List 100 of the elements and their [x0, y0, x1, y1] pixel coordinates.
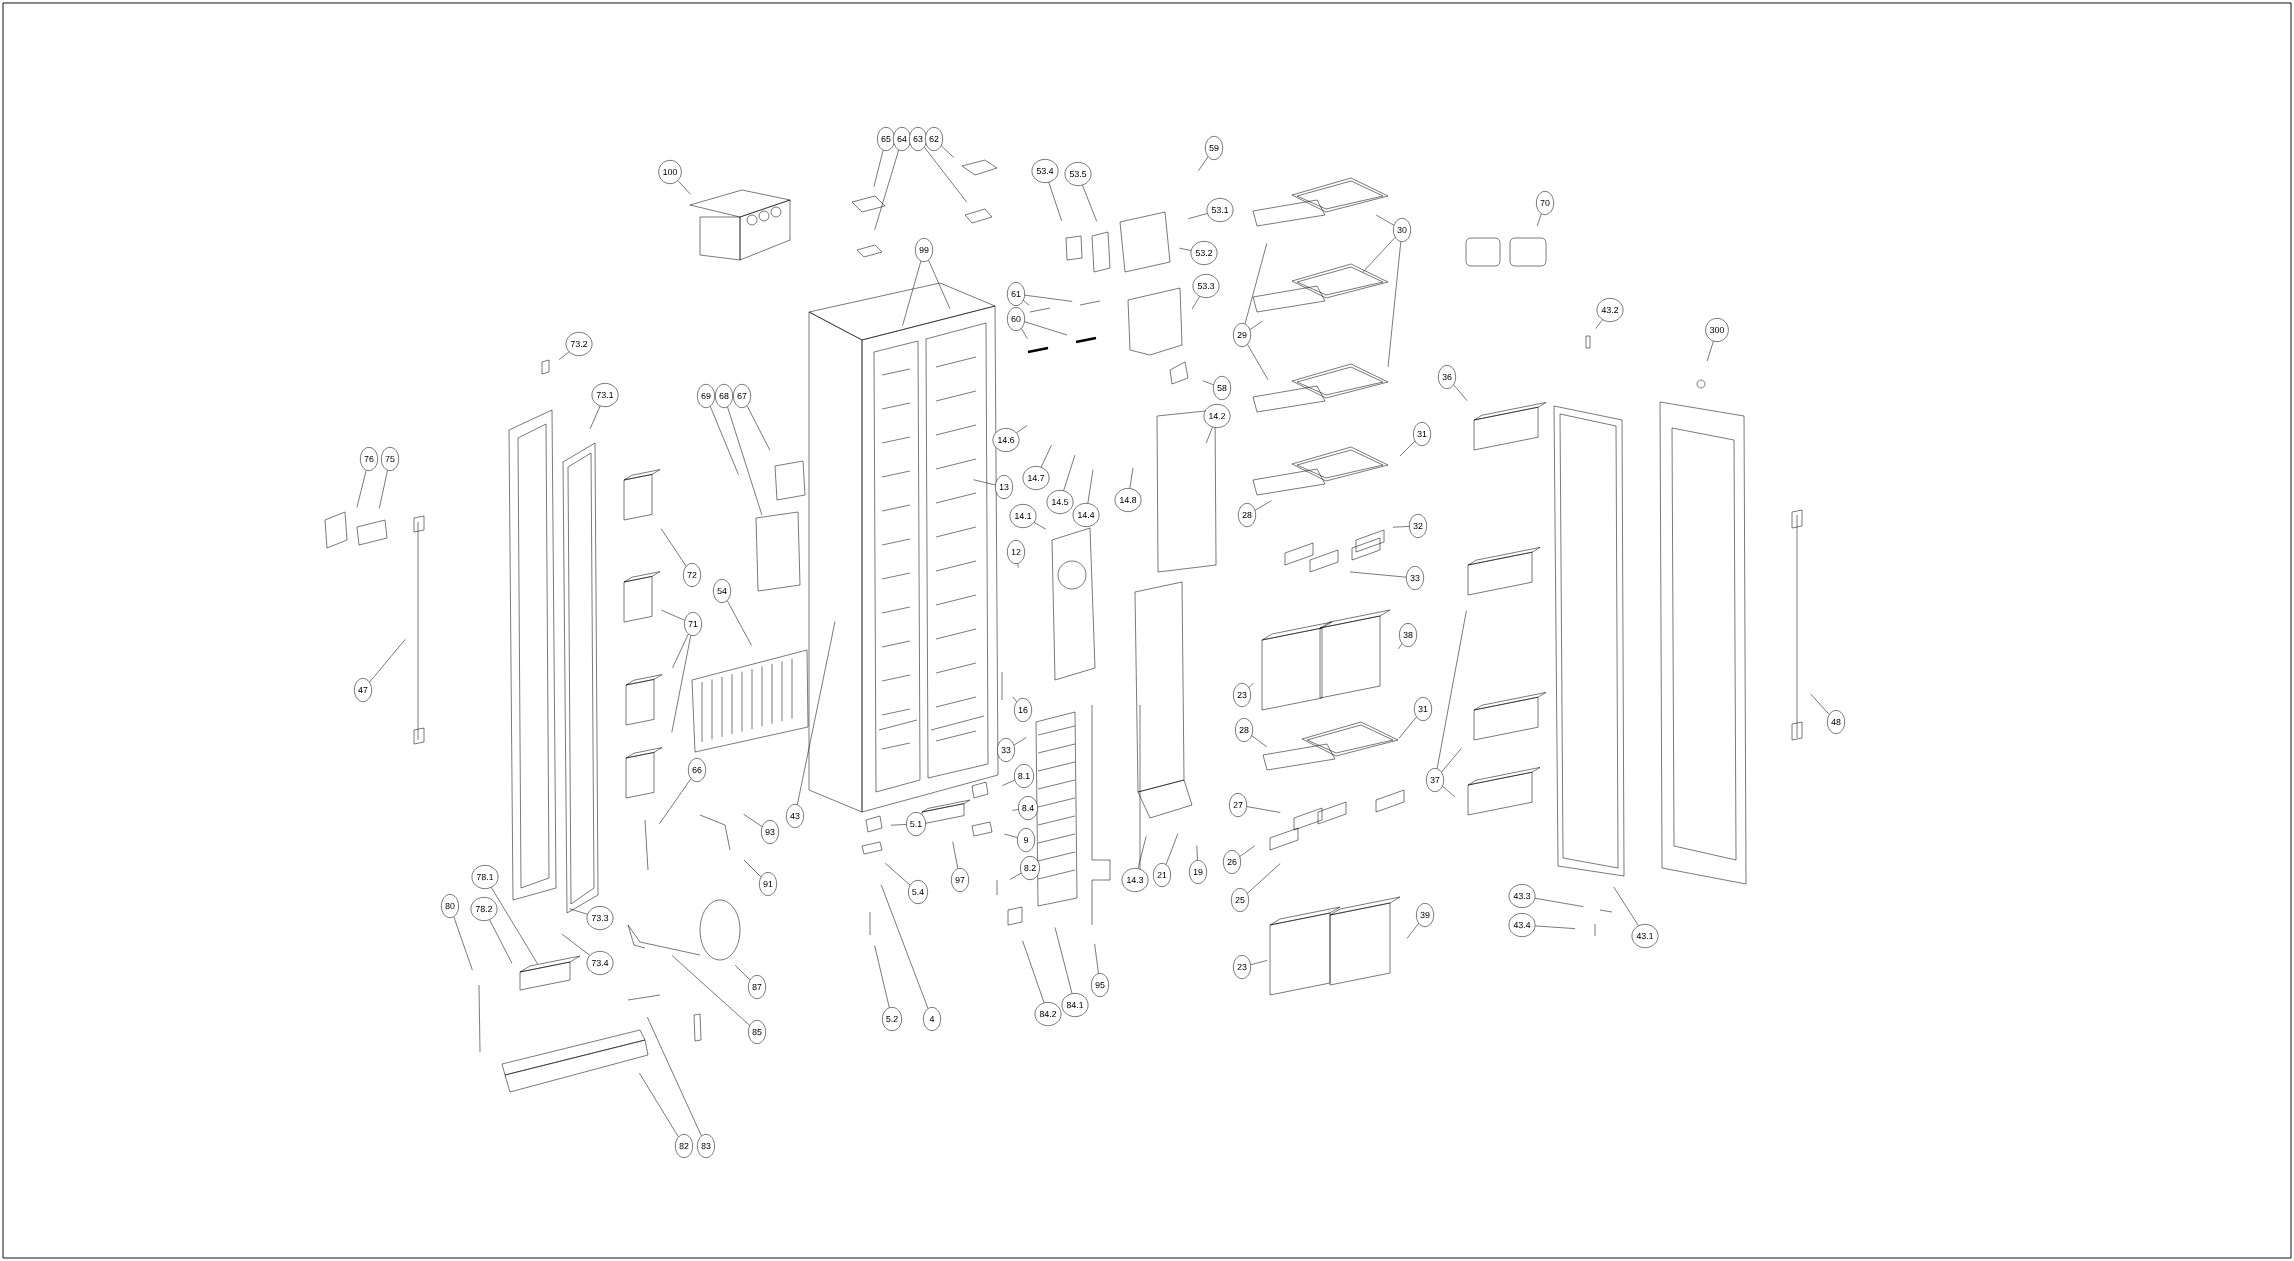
leader-line: [1441, 748, 1462, 773]
leader-line: [1022, 940, 1045, 1003]
leader-line: [1453, 384, 1468, 401]
callout-number: 12: [1007, 540, 1025, 564]
leader-line: [1706, 341, 1714, 362]
leader-line: [1249, 320, 1263, 330]
leader-line: [1048, 182, 1062, 222]
callout-number: 14.1: [1009, 504, 1037, 528]
callout-number: 26: [1223, 850, 1241, 874]
leader-line: [1002, 779, 1015, 786]
callout-number: 65: [877, 127, 895, 151]
leader-line: [727, 406, 763, 516]
callout-number: 300: [1705, 318, 1729, 342]
callout-number: 71: [684, 612, 702, 636]
leader-line: [1254, 500, 1272, 511]
leader-line: [1202, 380, 1214, 386]
leader-line: [1810, 693, 1830, 715]
leader-line: [1094, 943, 1099, 974]
leader-line: [1250, 960, 1268, 965]
callout-number: 84.1: [1061, 993, 1089, 1017]
leader-line: [1613, 886, 1639, 926]
callout-number: 39: [1416, 903, 1434, 927]
callout-number: 78.2: [470, 897, 498, 921]
leader-line: [874, 149, 899, 231]
callout-number: 95: [1091, 973, 1109, 997]
leader-line: [1087, 469, 1094, 504]
callout-number: 69: [697, 384, 715, 408]
callout-number: 97: [951, 868, 969, 892]
callout-number: 62: [925, 127, 943, 151]
leader-line: [880, 884, 929, 1009]
callout-number: 84.2: [1034, 1002, 1062, 1026]
leader-line: [902, 260, 922, 327]
leader-line: [1398, 716, 1417, 739]
leader-line: [453, 916, 473, 971]
leader-line: [672, 633, 689, 669]
leader-line: [1033, 522, 1047, 530]
callout-number: 61: [1007, 282, 1025, 306]
leader-line: [710, 406, 739, 475]
leader-line: [1017, 563, 1019, 568]
leader-line: [1013, 737, 1027, 746]
callout-number: 37: [1426, 768, 1444, 792]
leader-line: [1009, 872, 1022, 880]
callout-number: 14.2: [1203, 404, 1231, 428]
callout-number: 30: [1393, 218, 1411, 242]
callout-number: 43.2: [1596, 298, 1624, 322]
leader-line: [973, 479, 996, 486]
leader-line: [890, 824, 907, 826]
leader-line: [489, 919, 513, 964]
callout-number: 14.6: [992, 428, 1020, 452]
leader-line: [1137, 836, 1147, 869]
leader-line: [1054, 927, 1073, 994]
leader-line: [873, 150, 884, 187]
leader-line: [952, 841, 959, 869]
leader-line: [1024, 321, 1068, 336]
callout-number: 85: [748, 1020, 766, 1044]
callout-number: 43.1: [1631, 924, 1659, 948]
leader-line: [1248, 682, 1254, 688]
leader-line: [561, 933, 591, 956]
callout-number: 70: [1536, 191, 1554, 215]
callout-number: 21: [1153, 863, 1171, 887]
callout-number: 93: [761, 820, 779, 844]
leader-line: [1012, 696, 1017, 702]
leader-line: [1024, 294, 1073, 302]
callout-number: 25: [1231, 888, 1249, 912]
leader-line: [639, 1072, 679, 1138]
callout-number: 31: [1413, 422, 1431, 446]
callout-number: 23: [1233, 683, 1251, 707]
callout-number: 60: [1007, 307, 1025, 331]
leader-line: [1063, 454, 1076, 491]
callout-number: 73.4: [586, 951, 614, 975]
leader-line: [884, 862, 911, 886]
callout-number: 87: [748, 975, 766, 999]
leader-line: [1198, 156, 1209, 172]
callout-number: 9: [1017, 828, 1035, 852]
leader-line: [378, 470, 388, 509]
leader-line: [1239, 845, 1256, 857]
callout-number: 66: [688, 758, 706, 782]
callout-number: 14.8: [1114, 488, 1142, 512]
callout-number: 76: [360, 447, 378, 471]
leader-line: [1251, 735, 1268, 748]
leader-line: [1246, 806, 1281, 813]
leader-line: [1247, 863, 1281, 894]
leader-line: [369, 639, 406, 683]
leader-line: [1205, 426, 1213, 444]
callout-number: 14.7: [1022, 466, 1050, 490]
leader-line: [746, 405, 771, 451]
leader-line: [928, 260, 951, 309]
callout-number: 64: [893, 127, 911, 151]
callout-number: 72: [683, 563, 701, 587]
leader-line: [1534, 898, 1584, 907]
leader-line: [1387, 241, 1402, 368]
callout-number: 28: [1238, 503, 1256, 527]
leader-line: [1442, 786, 1456, 798]
leader-line: [1536, 213, 1542, 227]
callout-number: 38: [1399, 623, 1417, 647]
callout-number: 75: [381, 447, 399, 471]
leader-line: [1082, 185, 1097, 222]
leader-line: [589, 405, 601, 429]
callout-number: 27: [1229, 793, 1247, 817]
leader-line: [1436, 610, 1467, 769]
